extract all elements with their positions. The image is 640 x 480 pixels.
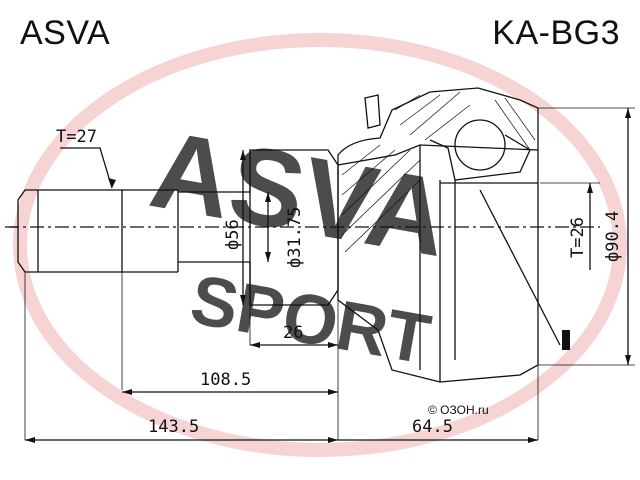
housing-outline — [337, 87, 539, 383]
arrowheads — [25, 108, 631, 443]
watermark-sub: SPORT — [185, 260, 436, 379]
cage — [429, 134, 531, 181]
watermark-ring — [13, 33, 627, 457]
label-26: 26 — [283, 323, 303, 343]
footer-site: © ОЗОН.ru — [428, 403, 489, 417]
watermark: ASVA SPORT — [13, 33, 627, 457]
ball — [454, 119, 506, 171]
label-d56: ф56 — [223, 219, 243, 250]
leader-mark — [479, 189, 561, 346]
mark-box — [562, 330, 570, 350]
label-t27: T=27 — [56, 127, 97, 147]
label-d3175: ф31.75 — [285, 207, 305, 268]
label-1085: 108.5 — [200, 370, 251, 390]
leader-t27 — [60, 147, 113, 189]
label-1435: 143.5 — [148, 417, 199, 437]
hatching — [341, 91, 536, 253]
part-number: KA-BG3 — [492, 14, 620, 52]
brand-title: ASVA — [20, 14, 111, 52]
label-645: 64.5 — [412, 417, 453, 437]
housing-inner-top — [337, 144, 539, 166]
label-d904: ф90.4 — [603, 211, 623, 262]
boot-clamp — [364, 94, 381, 129]
label-t26: T=26 — [568, 217, 588, 258]
